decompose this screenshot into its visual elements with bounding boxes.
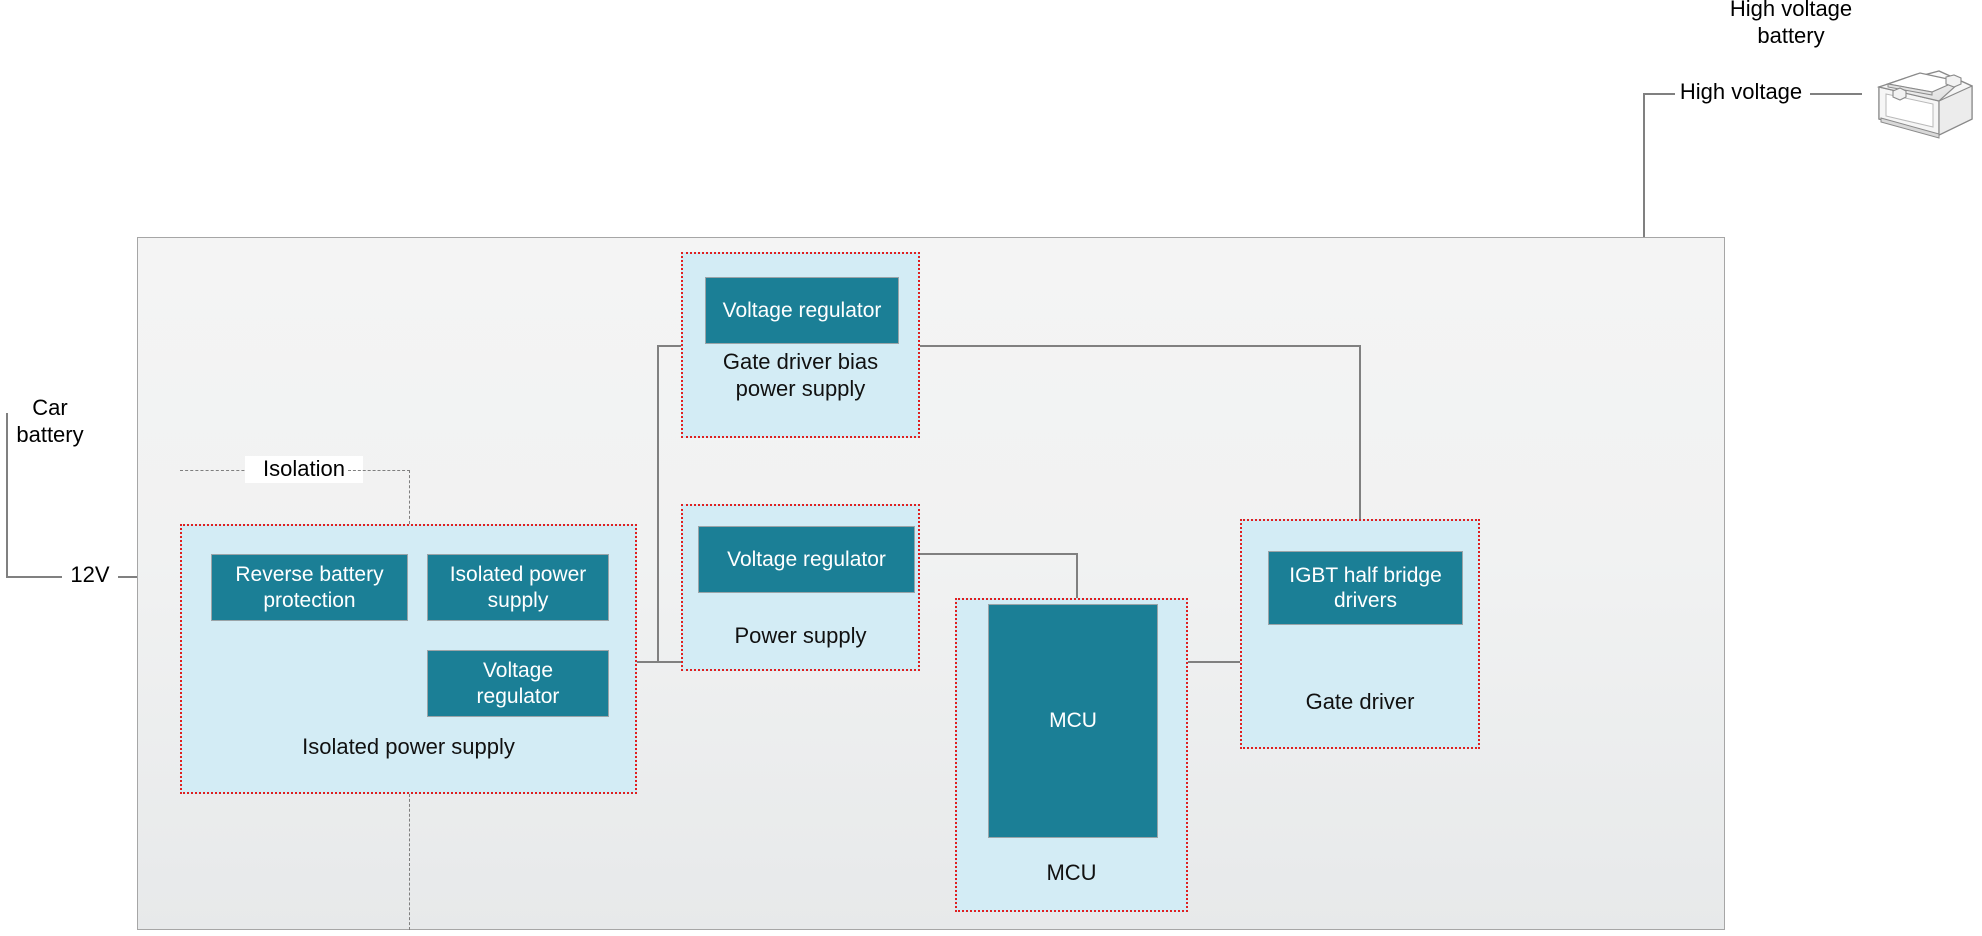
block-reverse-battery-protection[interactable]: Reverse battery protection	[211, 554, 408, 621]
high-voltage-wire-left	[1643, 93, 1675, 95]
wire-spine-vertical	[657, 345, 659, 663]
wire-spine-to-gate-driver-bias	[657, 345, 681, 347]
block-voltage-regulator-power-supply[interactable]: Voltage regulator	[698, 526, 915, 593]
block-isolated-power-supply[interactable]: Isolated power supply	[427, 554, 609, 621]
isolation-dash-left	[180, 470, 270, 471]
group-isolated-power-supply-caption: Isolated power supply	[302, 734, 515, 759]
wire-spine-to-power-supply	[657, 661, 683, 663]
car-battery-rail-wire	[6, 413, 8, 577]
group-gate-driver-bias-power-supply-caption: Gate driver bias power supply	[722, 349, 879, 401]
isolation-dash-right	[348, 470, 410, 471]
group-power-supply-caption: Power supply	[734, 623, 867, 648]
block-voltage-regulator-isolated-power-supply[interactable]: Voltage regulator	[427, 650, 609, 717]
block-igbt-half-bridge-drivers[interactable]: IGBT half bridge drivers	[1268, 551, 1463, 625]
isolation-dash-vertical-bottom	[409, 794, 410, 930]
isolation-dash-vertical-top	[409, 470, 410, 524]
high-voltage-wire-right	[1810, 93, 1862, 95]
group-gate-driver-caption: Gate driver	[1305, 689, 1415, 714]
high-voltage-battery-label: High voltage battery	[1729, 0, 1853, 48]
wire-gdb-to-igbt-vertical	[1359, 345, 1361, 562]
wire-gdb-to-igbt-horizontal	[920, 345, 1360, 347]
car-battery-label: Car battery	[16, 395, 84, 447]
wire-mcu-to-gate-driver	[1188, 661, 1270, 663]
car-battery-feed-wire-left	[6, 576, 62, 578]
high-voltage-label: High voltage	[1679, 79, 1803, 104]
block-voltage-regulator-gate-driver-bias[interactable]: Voltage regulator	[705, 277, 899, 344]
wire-ps-to-mcu-vertical	[1076, 553, 1078, 603]
isolation-label: Isolation	[245, 456, 363, 483]
group-mcu-caption: MCU	[1046, 860, 1097, 885]
car-battery-icon	[1862, 56, 1978, 145]
wire-ps-to-mcu-horizontal	[917, 553, 1078, 555]
supply-voltage-label: 12V	[70, 562, 110, 587]
block-mcu[interactable]: MCU	[988, 604, 1158, 838]
